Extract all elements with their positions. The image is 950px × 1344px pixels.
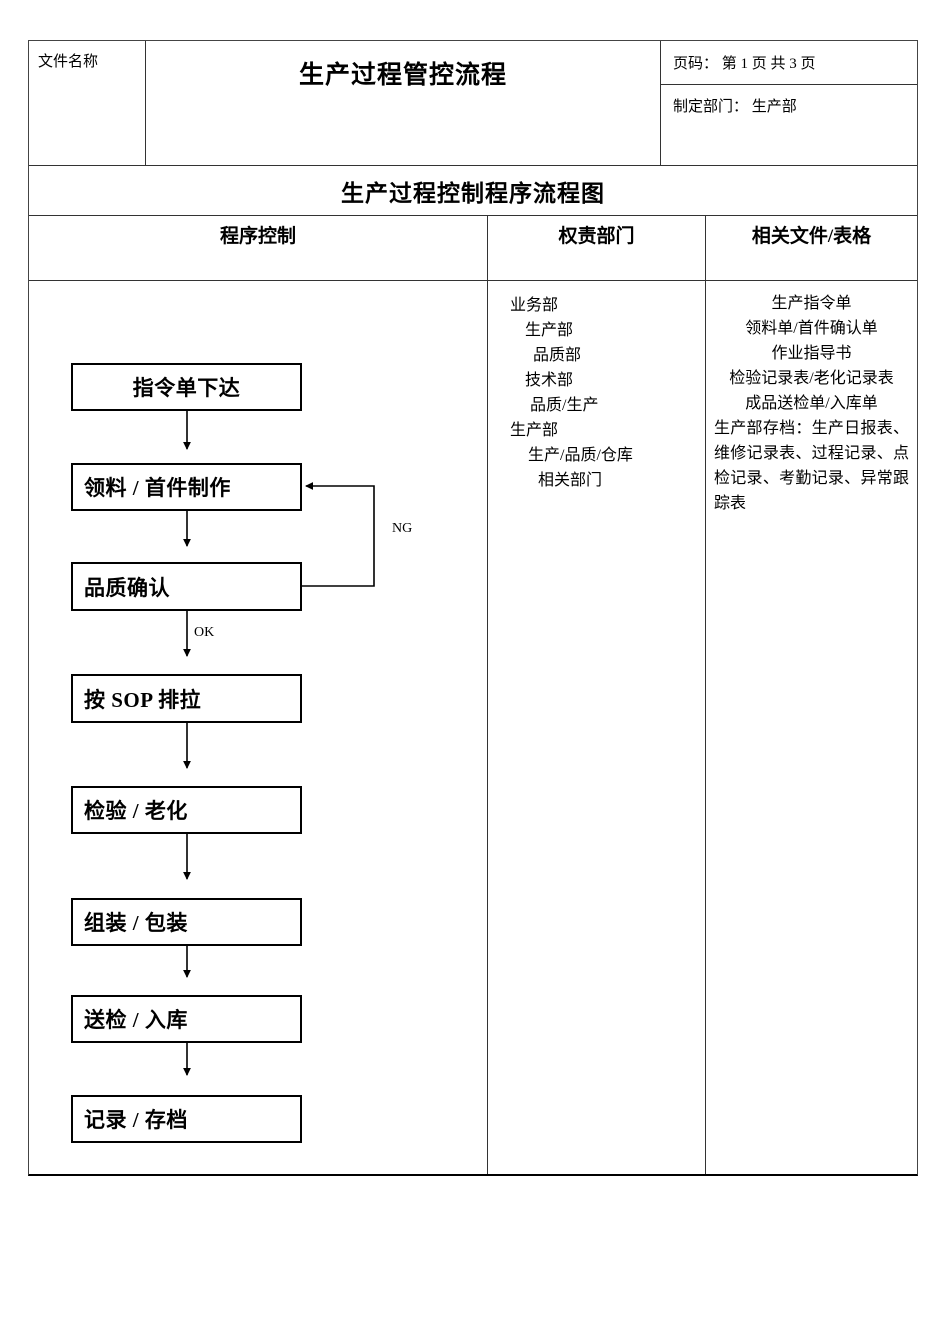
related-documents-list: 生产指令单 领料单/首件确认单 作业指导书 检验记录表/老化记录表 成品送检单/…	[706, 291, 917, 516]
list-item: 生产部	[510, 422, 559, 439]
flow-node-7[interactable]: 送检 / 入库	[71, 995, 302, 1043]
column-header-documents-label: 相关文件/表格	[751, 226, 872, 247]
column-header-row: 程序控制 权责部门 相关文件/表格	[29, 216, 917, 281]
list-item: 检验记录表/老化记录表	[729, 370, 894, 387]
column-header-process-label: 程序控制	[219, 226, 296, 247]
issuing-department-text: 制定部门： 生产部	[673, 99, 797, 115]
list-item: 相关部门	[538, 472, 603, 489]
column-header-responsible: 权责部门	[488, 216, 706, 280]
column-header-responsible-label: 权责部门	[558, 226, 635, 247]
doc-name-label: 文件名称	[38, 54, 99, 70]
flow-node-5-label: 检验 / 老化	[84, 799, 188, 823]
list-item: 领料单/首件确认单	[745, 320, 878, 337]
document-table: 文件名称 生产过程管控流程 页码： 第 1 页 共 3 页 制定部门： 生产部 …	[28, 40, 918, 1176]
flowchart-title: 生产过程控制程序流程图	[341, 180, 605, 206]
flow-node-4-label: 按 SOP 排拉	[84, 687, 202, 712]
flow-node-4[interactable]: 按 SOP 排拉	[71, 674, 302, 723]
edge-label-ng: NG	[392, 521, 413, 536]
process-flow-cell: 指令单下达 领料 / 首件制作 品质确认 按 SOP 排拉 检验 / 老化 组装…	[29, 281, 488, 1174]
flow-node-5[interactable]: 检验 / 老化	[71, 786, 302, 834]
table-body-row: 指令单下达 领料 / 首件制作 品质确认 按 SOP 排拉 检验 / 老化 组装…	[29, 281, 917, 1174]
edge-label-ok: OK	[194, 625, 215, 640]
flow-node-1[interactable]: 指令单下达	[71, 363, 302, 411]
page-info-cell: 页码： 第 1 页 共 3 页	[661, 41, 917, 85]
flow-node-8[interactable]: 记录 / 存档	[71, 1095, 302, 1143]
column-header-documents: 相关文件/表格	[706, 216, 917, 280]
list-item: 生产指令单	[771, 295, 852, 312]
archived-records-paragraph: 生产部存档：生产日报表、维修记录表、过程记录、点检记录、考勤记录、异常跟踪表	[714, 420, 909, 512]
doc-name-cell: 文件名称	[29, 41, 146, 165]
list-item: 品质部	[533, 347, 582, 364]
header-divider	[29, 165, 917, 166]
flowchart-title-row: 生产过程控制程序流程图	[29, 166, 917, 216]
doc-title: 生产过程管控流程	[298, 62, 507, 89]
list-item: 生产部	[525, 322, 574, 339]
doc-title-cell: 生产过程管控流程	[146, 41, 661, 165]
flow-node-7-label: 送检 / 入库	[84, 1008, 188, 1032]
list-item: 业务部	[510, 297, 559, 314]
flow-node-6-label: 组装 / 包装	[84, 911, 188, 935]
flow-node-8-label: 记录 / 存档	[84, 1108, 188, 1132]
flow-node-2[interactable]: 领料 / 首件制作	[71, 463, 302, 511]
flow-node-3-label: 品质确认	[84, 575, 170, 600]
list-item: 生产/品质/仓库	[528, 447, 633, 464]
flowchart-connectors	[183, 411, 375, 1076]
list-item: 成品送检单/入库单	[745, 395, 878, 412]
list-item: 作业指导书	[771, 345, 852, 362]
responsible-department-list: 业务部 生产部 品质部 技术部 品质/生产 生产部 生产/品质/仓库 相关部门	[488, 293, 705, 493]
flow-node-2-label: 领料 / 首件制作	[84, 476, 231, 500]
responsible-department-cell: 业务部 生产部 品质部 技术部 品质/生产 生产部 生产/品质/仓库 相关部门	[488, 281, 706, 1174]
flowchart: 指令单下达 领料 / 首件制作 品质确认 按 SOP 排拉 检验 / 老化 组装…	[29, 281, 488, 1177]
related-documents-cell: 生产指令单 领料单/首件确认单 作业指导书 检验记录表/老化记录表 成品送检单/…	[706, 281, 917, 1174]
issuing-department-cell: 制定部门： 生产部	[661, 85, 917, 165]
flow-node-3[interactable]: 品质确认	[71, 562, 302, 611]
column-header-process: 程序控制	[29, 216, 488, 280]
flow-node-6[interactable]: 组装 / 包装	[71, 898, 302, 946]
flow-node-1-label: 指令单下达	[132, 376, 241, 400]
list-item: 技术部	[525, 372, 574, 389]
page-info-text: 页码： 第 1 页 共 3 页	[673, 56, 816, 72]
list-item: 品质/生产	[530, 397, 599, 414]
